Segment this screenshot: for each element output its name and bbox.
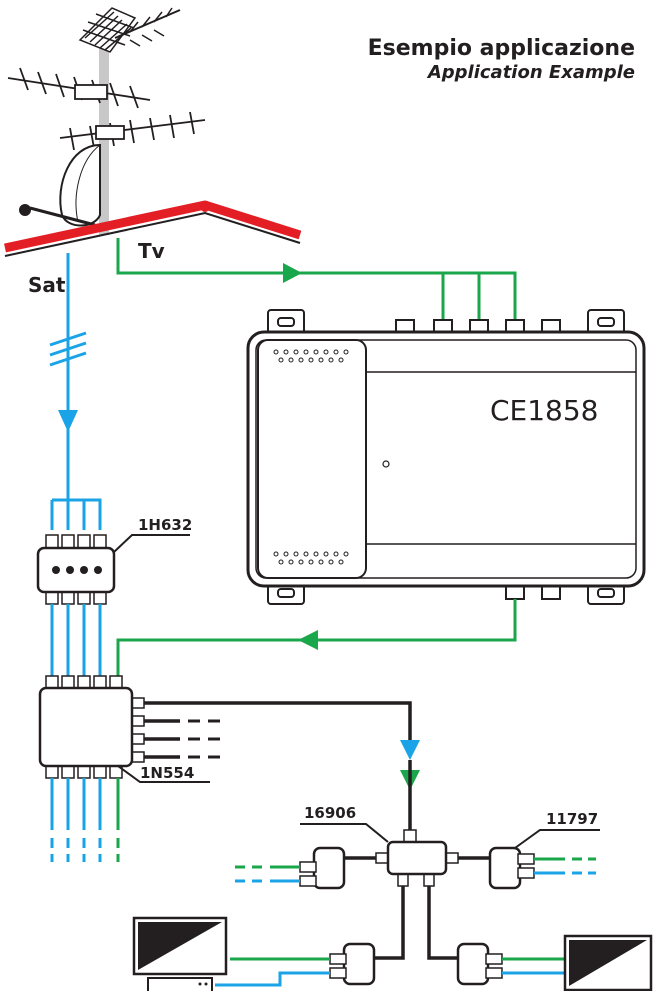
tv-label: Tv [138,239,165,263]
coax-outputs [144,701,412,759]
sat-flow-arrow-icon [58,410,78,432]
satellite-dish-icon [19,143,101,227]
outlet-left [235,846,346,890]
splitter-16906: 16906 [300,804,459,887]
switch-label: 1H632 [138,516,192,534]
antenna-mast-icon [7,7,206,235]
outlet-bottom-left [215,942,376,987]
sat-down-arrow-icon [400,740,420,760]
outlet-label: 11797 [546,810,598,828]
tv-set-right-icon [563,934,653,992]
headend-label: CE1858 [490,394,599,427]
roof [4,200,302,257]
tv-return-arrow-icon [298,630,318,650]
tv-set-left-icon [132,916,228,995]
multiswitch-1n554: 1N554 [38,675,210,783]
title-english: Application Example [427,62,635,83]
outlet-11797: 11797 [488,810,600,890]
outlet-bottom-right [456,942,565,986]
tv-cable [116,238,517,320]
diagram-title: Esempio applicazione Application Example [368,36,635,84]
headend-unit: CE1858 [246,309,646,605]
sat-cable [49,253,102,530]
sat-label: Sat [28,273,66,297]
splitter-label: 16906 [304,804,356,822]
sat-cables-between [50,604,102,678]
multiswitch-label: 1N554 [140,764,194,782]
title-italian: Esempio applicazione [367,36,635,61]
cables-continued [50,778,120,862]
switch-1h632: 1H632 [36,516,192,605]
tv-flow-arrow-icon [283,263,302,283]
